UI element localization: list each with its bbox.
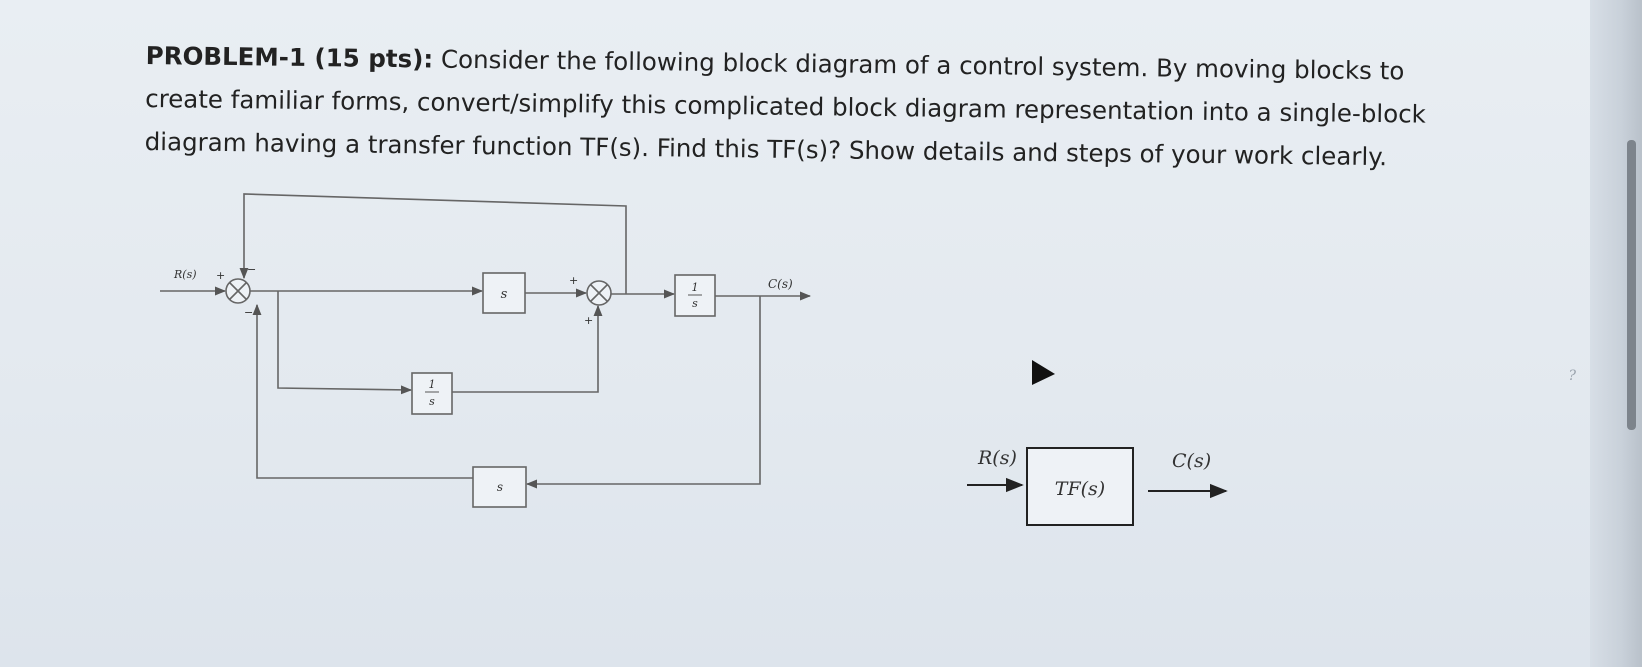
lower-block-numerator: 1 <box>429 378 436 391</box>
equivalent-input-label: R(s) <box>977 447 1017 469</box>
equivalent-tf-block <box>1026 447 1134 526</box>
integrator-numerator: 1 <box>692 281 699 294</box>
integrator-denominator: s <box>692 297 698 310</box>
sign-input-plus: + <box>216 269 225 282</box>
side-mark: ? <box>1568 368 1576 384</box>
sign-junction2-bottom-plus: + <box>584 314 593 327</box>
screen-edge <box>1590 0 1642 667</box>
input-label: R(s) <box>173 268 197 281</box>
mouse-cursor-icon <box>1032 360 1055 385</box>
bottom-feedback-path <box>525 296 761 489</box>
scrollbar-thumb[interactable] <box>1627 140 1636 430</box>
lower-block-denominator: s <box>429 395 435 408</box>
sign-top-feedback-minus: − <box>247 263 256 276</box>
equivalent-output-label: C(s) <box>1172 450 1211 472</box>
sign-junction2-left-plus: + <box>569 274 578 287</box>
lower-feedforward-return <box>452 304 603 393</box>
sign-bottom-feedback-minus: − <box>244 306 253 319</box>
block-s-top-label: s <box>501 287 508 302</box>
lower-feedforward-path <box>277 291 413 395</box>
block-s-bottom-label: s <box>497 480 503 494</box>
output-label: C(s) <box>768 277 793 291</box>
top-feedback-path <box>239 193 627 294</box>
block-lower-integrator <box>411 372 453 415</box>
equivalent-block-label: TF(s) <box>1055 478 1105 500</box>
bottom-feedback-return <box>252 303 473 479</box>
block-s-top <box>482 272 526 314</box>
block-s-bottom <box>472 466 527 508</box>
